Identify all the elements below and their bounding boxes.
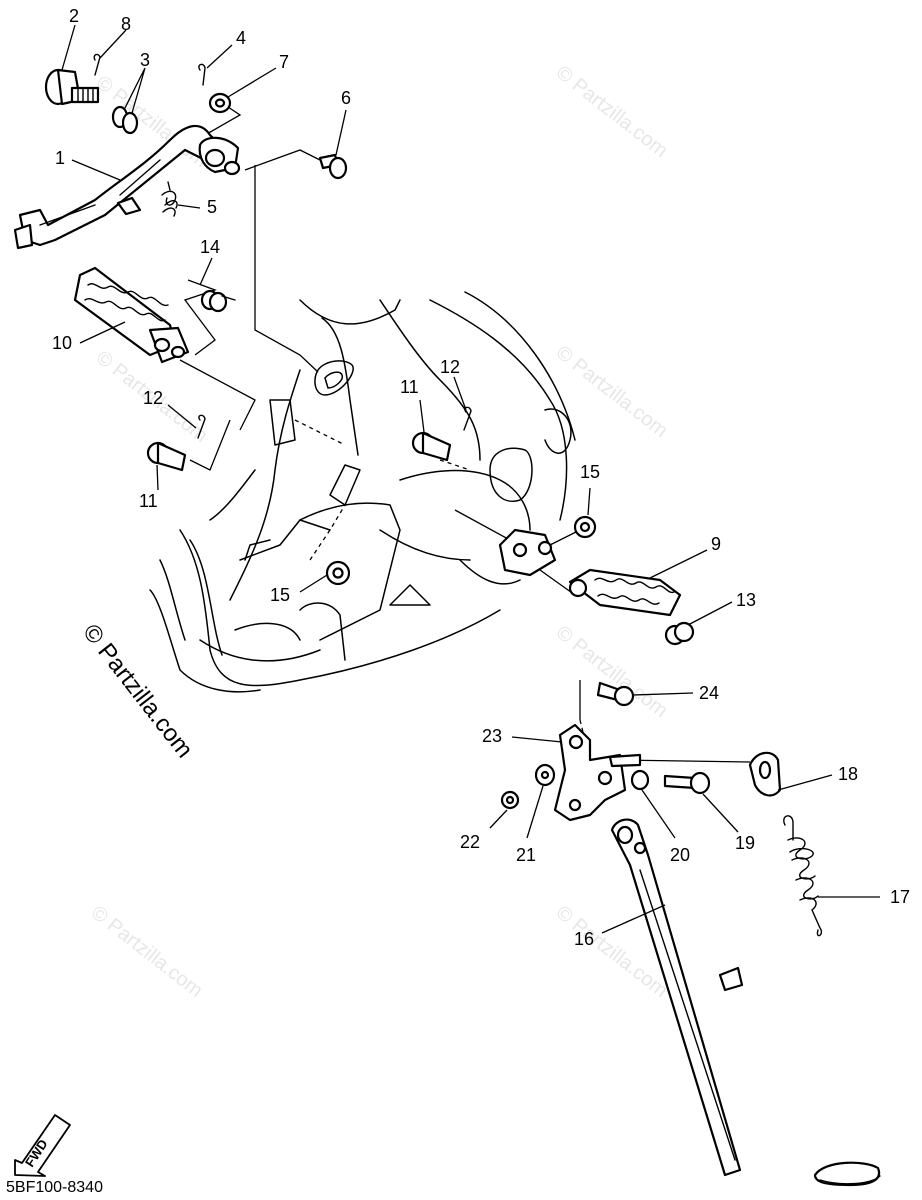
footrest-left: [73, 266, 190, 364]
callout-17: 17: [890, 887, 910, 907]
callout-6: 6: [341, 88, 351, 108]
sidestand: [610, 818, 881, 1187]
callout-19: 19: [735, 833, 755, 853]
callout-3: 3: [140, 50, 150, 70]
callout-leaders: [61, 24, 880, 934]
cotter-pin: [197, 414, 206, 439]
plain-washer: [208, 92, 232, 114]
callout-5: 5: [207, 197, 217, 217]
footrest-pin: [411, 431, 452, 462]
callout-12: 12: [143, 388, 163, 408]
callout-16: 16: [574, 929, 594, 949]
callout-12: 12: [440, 357, 460, 377]
footrest-bracket: [498, 528, 557, 577]
sidestand-spring: [783, 815, 823, 937]
bolt: [663, 771, 711, 795]
watermark: © Partzilla.com: [552, 622, 672, 722]
callout-10: 10: [52, 333, 72, 353]
footrest-pin: [146, 441, 187, 472]
cotter-pin: [93, 53, 101, 76]
part-code: 5BF100-8340: [6, 1179, 103, 1196]
sidestand-bracket: [553, 723, 627, 822]
collar: [573, 515, 597, 539]
cotter-pin: [198, 63, 206, 86]
callout-7: 7: [279, 52, 289, 72]
callout-22: 22: [460, 832, 480, 852]
callout-4: 4: [236, 28, 246, 48]
callout-1: 1: [55, 148, 65, 168]
brake-pedal: [13, 124, 241, 250]
assembly-lines: [179, 104, 751, 763]
pivot-bolt: [608, 753, 642, 768]
collar: [630, 769, 650, 791]
callout-2: 2: [69, 6, 79, 26]
cotter-pin: [463, 406, 472, 431]
plain-washer: [534, 763, 556, 787]
nut: [500, 790, 520, 810]
frame-outline: [149, 291, 576, 693]
callout-13: 13: [736, 590, 756, 610]
callout-20: 20: [670, 845, 690, 865]
callout-23: 23: [482, 726, 502, 746]
watermark-main: © Partzilla.com: [77, 619, 198, 763]
callout-11: 11: [139, 491, 158, 511]
callout-9: 9: [711, 534, 721, 554]
watermark: © Partzilla.com: [552, 62, 672, 162]
footrest-right: [568, 568, 682, 617]
collar: [325, 560, 351, 586]
callouts: 2 8 3 4 7 6 1 5 14 10 12 11 11 12 15 15 …: [52, 6, 910, 949]
pivot-bolt: [44, 68, 100, 106]
callout-21: 21: [516, 845, 536, 865]
watermark: © Partzilla.com: [87, 902, 207, 1002]
callout-24: 24: [699, 683, 719, 703]
clevis-pin: [318, 153, 348, 180]
switch-plate: [748, 751, 782, 797]
o-ring: [121, 111, 139, 135]
fwd-arrow-icon: FWD: [14, 1114, 71, 1177]
callout-15: 15: [580, 462, 600, 482]
torsion-spring: [200, 289, 236, 313]
callout-11: 11: [400, 377, 419, 397]
return-spring: [161, 181, 178, 217]
bolt: [596, 681, 635, 707]
torsion-spring: [664, 621, 695, 646]
callout-18: 18: [838, 764, 858, 784]
callout-8: 8: [121, 14, 131, 34]
callout-15: 15: [270, 585, 290, 605]
callout-14: 14: [200, 237, 220, 257]
